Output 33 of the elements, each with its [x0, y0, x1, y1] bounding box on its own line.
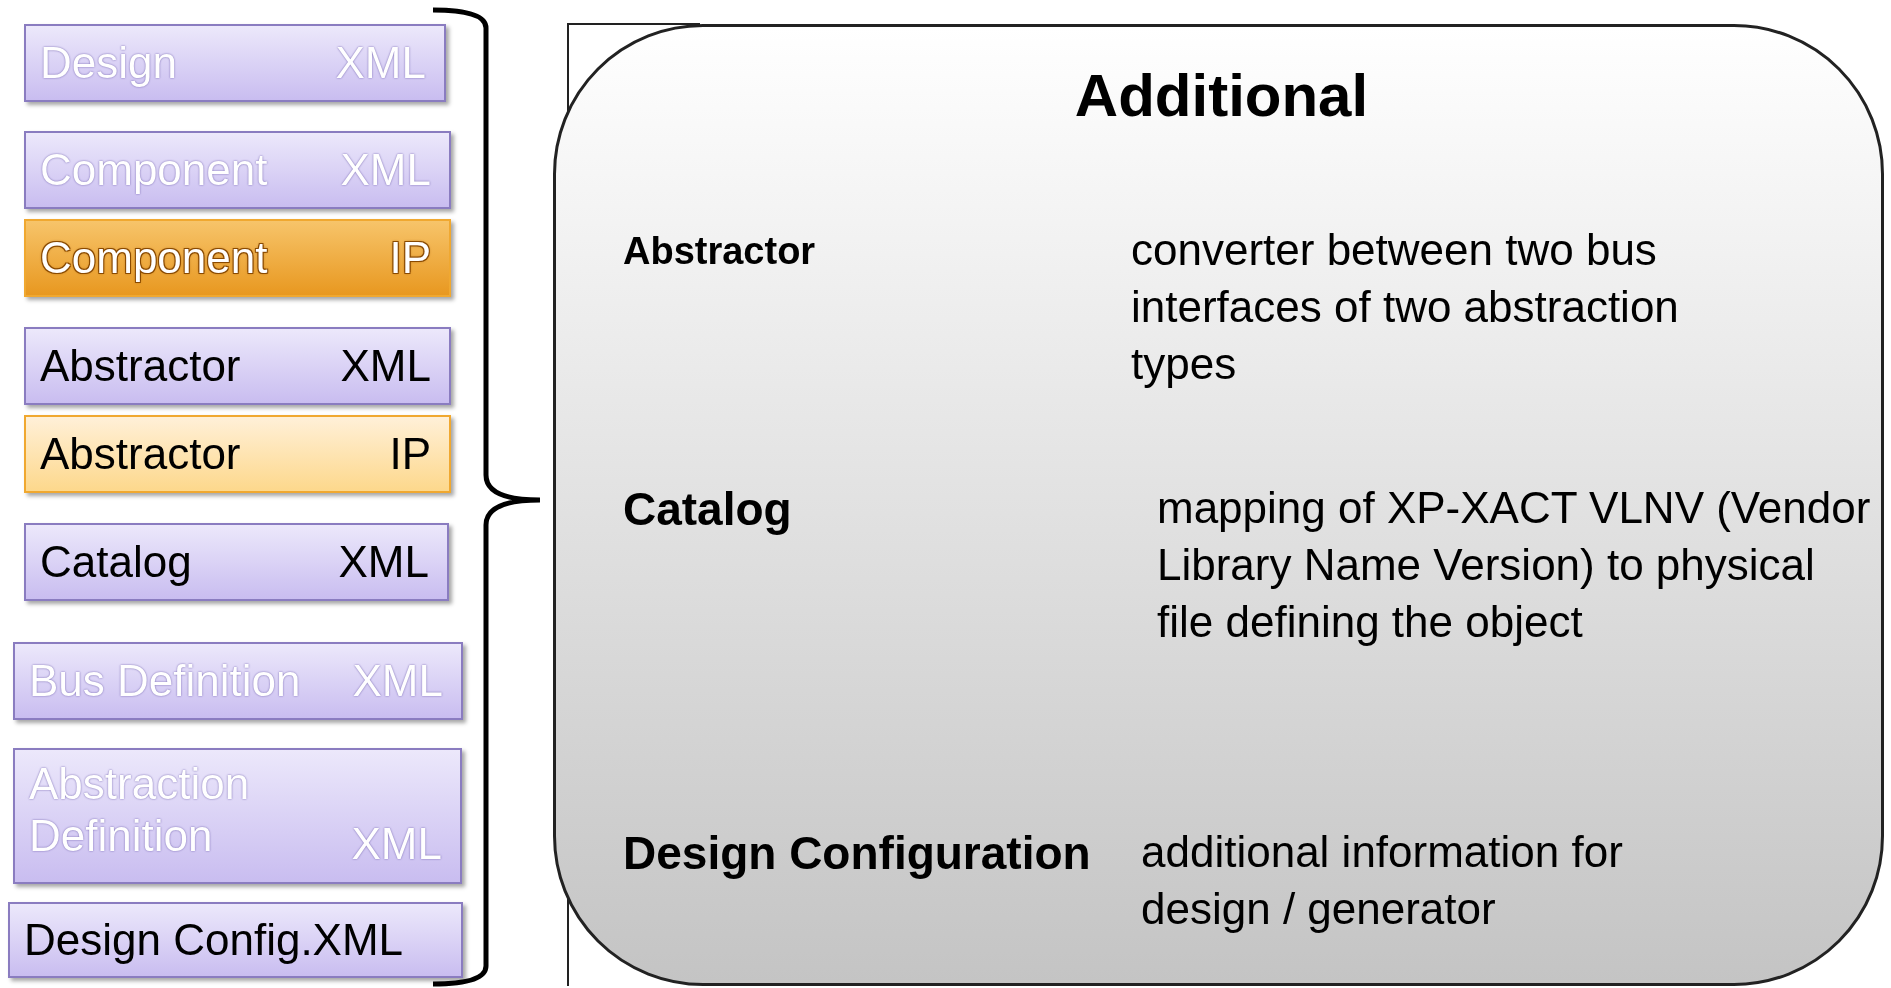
ip-file-box [24, 415, 451, 493]
file-type-label: XML [340, 340, 431, 392]
file-name-label: Component [40, 144, 268, 196]
file-type-label: IP [389, 428, 431, 480]
term-label: Catalog [623, 482, 793, 537]
file-name-label: Abstractor [40, 340, 241, 392]
xml-file-box [13, 642, 463, 720]
file-type-label: IP [389, 232, 431, 284]
term-label: Design Configuration [623, 826, 1092, 881]
file-type-label: XML [338, 536, 429, 588]
definition-text: mapping of XP-XACT VLNV (Vendor Library Name Version) to physical file defining the object [1157, 482, 1872, 648]
file-type-label: XML [340, 144, 431, 196]
file-name-label: Component [40, 232, 268, 284]
file-name-label: Design [40, 37, 177, 89]
file-name-label: Catalog [40, 536, 192, 588]
xml-file-box [13, 748, 462, 884]
rounded-panel [553, 24, 1884, 986]
definition-text: converter between two bus interfaces of two abstraction types [1131, 224, 1680, 390]
file-name-label: Design Config.XML [24, 914, 404, 966]
xml-file-box [8, 902, 463, 978]
file-type-label: XML [335, 37, 426, 89]
xml-file-box [24, 131, 451, 209]
ip-file-box [24, 219, 451, 297]
file-type-label: XML [352, 655, 443, 707]
file-name-label: Abstractor [40, 428, 241, 480]
heading: Additional [1073, 61, 1370, 131]
term-label: Abstractor [623, 229, 817, 274]
xml-file-box [24, 24, 446, 102]
xml-file-box [24, 327, 451, 405]
definition-text: additional information for design / generator [1141, 826, 1624, 935]
xml-file-box [24, 523, 449, 601]
file-type-label: XML [351, 818, 442, 870]
file-name-label: Abstraction Definition [29, 758, 251, 862]
